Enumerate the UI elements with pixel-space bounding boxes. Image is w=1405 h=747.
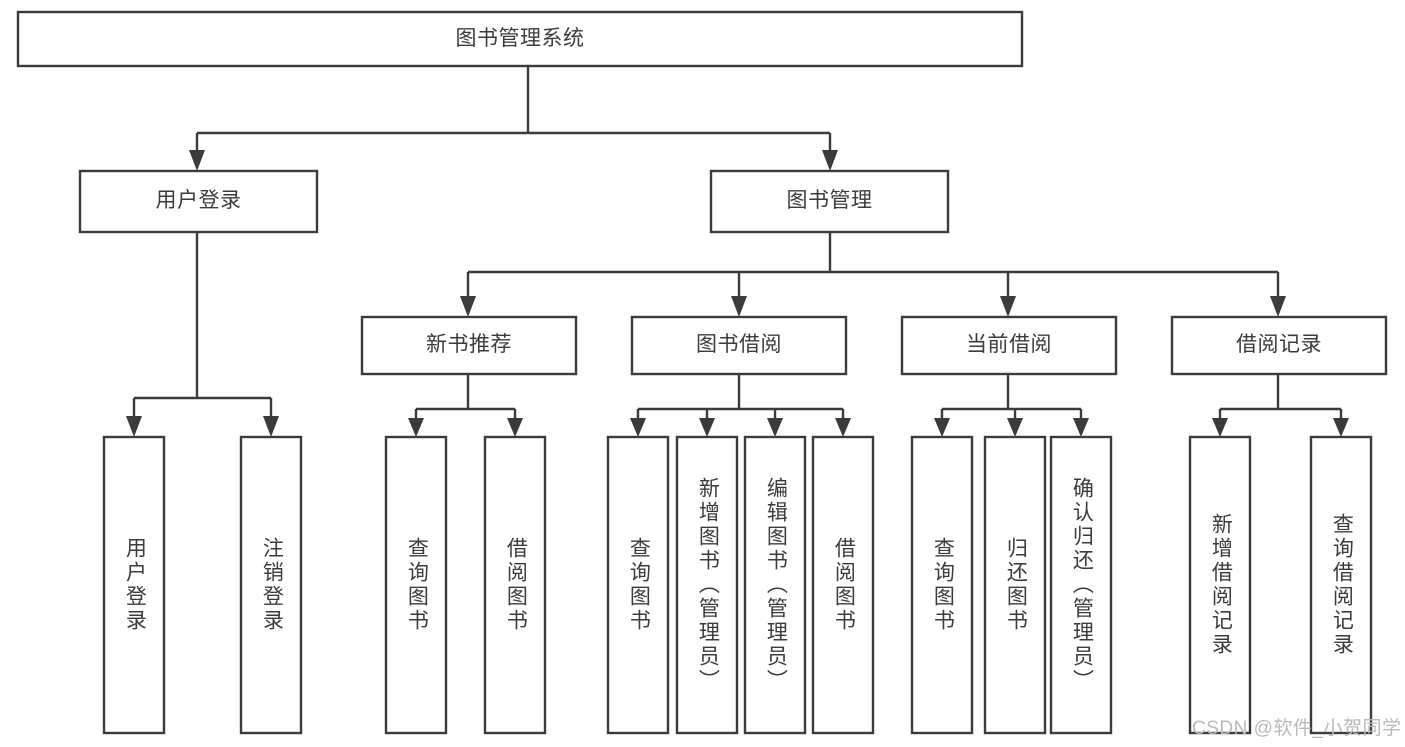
node-box-leaf-query-record[interactable] (1309, 435, 1373, 735)
node-box-leaf-borrow-book-1[interactable] (483, 435, 547, 735)
node-box-leaf-add-book[interactable] (675, 435, 739, 735)
connector-root-to-level2 (189, 66, 838, 171)
node-box-leaf-confirm-return[interactable] (1049, 435, 1113, 735)
node-box-leaf-return-book[interactable] (983, 435, 1047, 735)
connector-userlogin-to-leaves (126, 232, 279, 437)
connector-currentborrow-to-leaves (934, 374, 1089, 437)
node-box-leaf-query-book-3[interactable] (910, 435, 974, 735)
node-box-current-borrow[interactable] (900, 315, 1118, 376)
node-box-leaf-logout-login[interactable] (239, 435, 303, 735)
csdn-watermark: CSDN @软件_小贺同学 (1192, 718, 1402, 739)
connector-bookmgmt-to-level3 (460, 232, 1286, 317)
node-box-borrow-record[interactable] (1170, 315, 1388, 376)
node-box-leaf-query-book-1[interactable] (384, 435, 448, 735)
node-box-leaf-edit-book[interactable] (743, 435, 807, 735)
connector-bookborrow-to-leaves (630, 374, 851, 437)
node-box-book-borrow[interactable] (630, 315, 848, 376)
connector-newbook-to-leaves (408, 374, 523, 437)
node-box-new-book-recommend[interactable] (360, 315, 578, 376)
node-box-user-login[interactable] (78, 169, 319, 234)
node-box-leaf-user-login[interactable] (102, 435, 166, 735)
connector-borrowrecord-to-leaves (1212, 374, 1349, 437)
node-box-book-management[interactable] (709, 169, 950, 234)
node-box-root[interactable] (16, 10, 1024, 68)
node-box-leaf-add-record[interactable] (1188, 435, 1252, 735)
node-box-leaf-borrow-book-2[interactable] (811, 435, 875, 735)
node-box-leaf-query-book-2[interactable] (606, 435, 670, 735)
